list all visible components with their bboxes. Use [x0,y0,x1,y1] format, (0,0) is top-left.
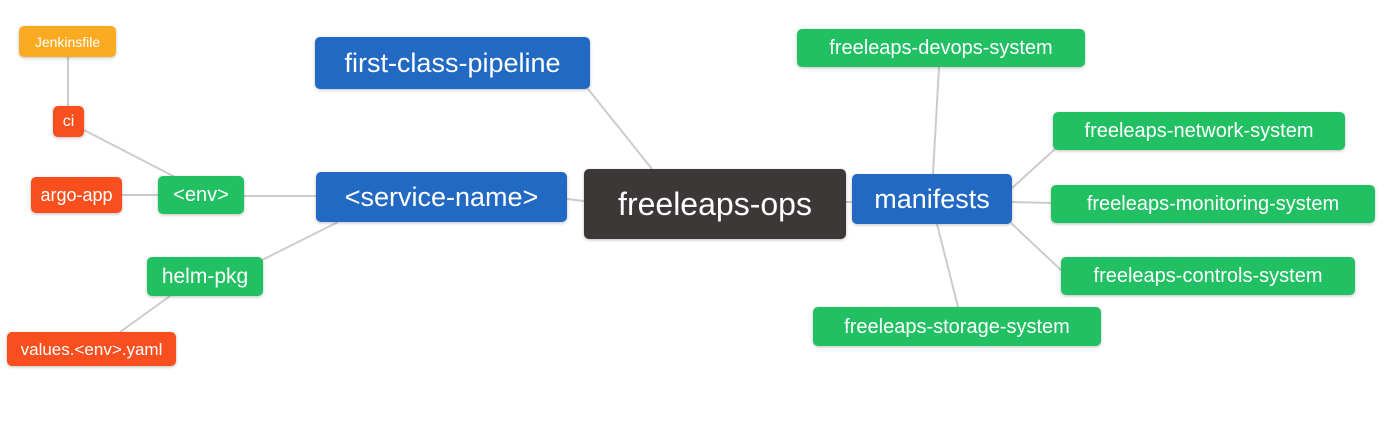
node-jenkinsfile[interactable]: Jenkinsfile [19,26,116,57]
node-label-freeleaps-ops: freeleaps-ops [618,186,812,222]
node-label-ci: ci [62,112,75,130]
node-label-freeleaps-devops-system: freeleaps-devops-system [829,37,1053,59]
node-label-manifests: manifests [874,183,990,214]
node-label-freeleaps-monitoring-system: freeleaps-monitoring-system [1086,193,1340,215]
node-label-freeleaps-controls-system: freeleaps-controls-system [1093,265,1323,287]
node-manifests[interactable]: manifests [852,174,1012,224]
edge-first-class-pipeline-to-freeleaps-ops [587,88,653,170]
node-env[interactable]: <env> [158,176,244,214]
node-label-jenkinsfile: Jenkinsfile [34,33,101,50]
edge-manifests-to-freeleaps-controls-system [1010,222,1063,272]
node-freeleaps-devops-system[interactable]: freeleaps-devops-system [797,29,1085,67]
node-freeleaps-controls-system[interactable]: freeleaps-controls-system [1061,257,1355,295]
edge-service-name-to-helm-pkg [261,221,339,261]
node-ci[interactable]: ci [53,106,84,137]
edge-manifests-to-freeleaps-monitoring-system [1011,201,1052,204]
edge-manifests-to-freeleaps-devops-system [932,66,940,175]
node-first-class-pipeline[interactable]: first-class-pipeline [315,37,590,89]
node-label-freeleaps-storage-system: freeleaps-storage-system [844,315,1070,338]
node-values-env-yaml[interactable]: values.<env>.yaml [7,332,176,366]
node-label-helm-pkg: helm-pkg [161,265,249,288]
node-label-service-name: <service-name> [344,181,539,212]
node-freeleaps-monitoring-system[interactable]: freeleaps-monitoring-system [1051,185,1375,223]
node-label-env: <env> [173,184,229,206]
edge-manifests-to-freeleaps-network-system [1011,148,1056,189]
node-freeleaps-ops[interactable]: freeleaps-ops [584,169,846,239]
node-label-first-class-pipeline: first-class-pipeline [344,47,561,78]
node-freeleaps-storage-system[interactable]: freeleaps-storage-system [813,307,1101,346]
edge-helm-pkg-to-values-env-yaml [119,295,171,333]
edge-manifests-to-freeleaps-storage-system [936,223,959,308]
node-label-argo-app: argo-app [40,185,113,205]
node-label-freeleaps-network-system: freeleaps-network-system [1084,120,1314,142]
node-label-values-env-yaml: values.<env>.yaml [20,339,163,359]
node-helm-pkg[interactable]: helm-pkg [147,257,263,296]
edge-service-name-to-freeleaps-ops [566,198,585,202]
node-freeleaps-network-system[interactable]: freeleaps-network-system [1053,112,1345,150]
node-service-name[interactable]: <service-name> [316,172,567,222]
edge-ci-to-env [83,129,176,178]
node-argo-app[interactable]: argo-app [31,177,122,213]
